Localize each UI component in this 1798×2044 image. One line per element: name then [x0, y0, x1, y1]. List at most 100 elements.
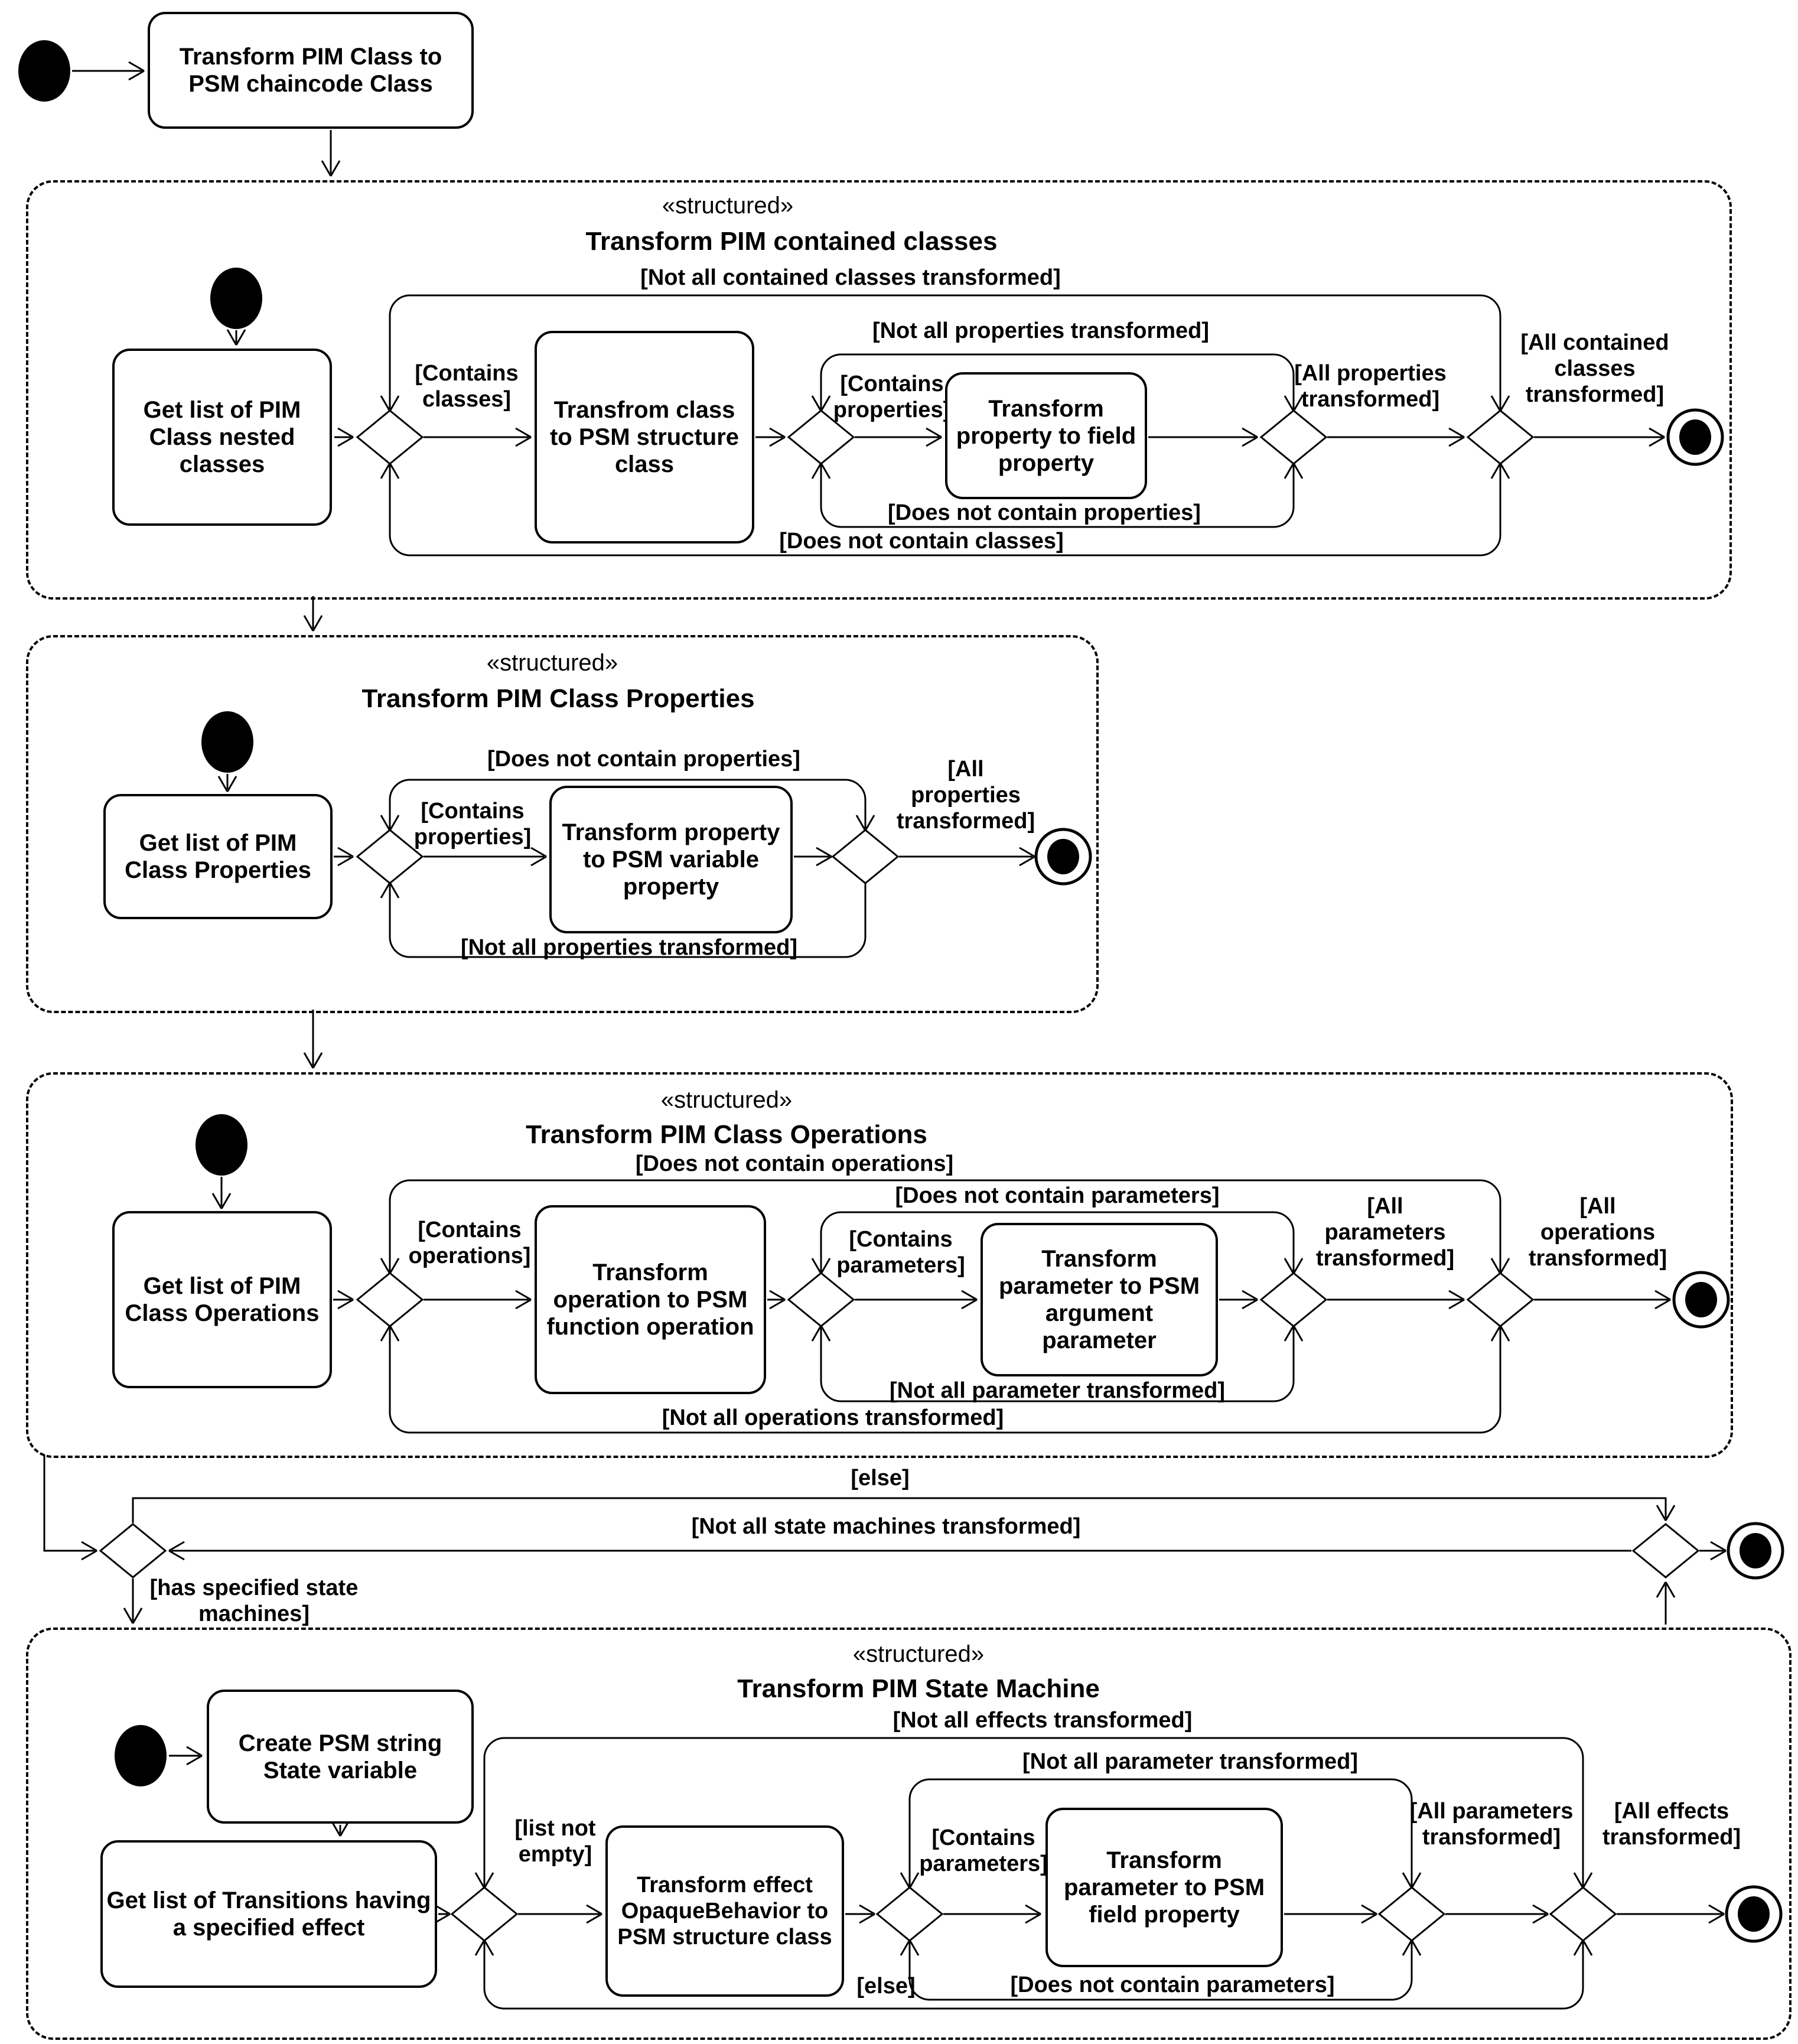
arrowhead [1582, 1872, 1593, 1889]
arrowhead [1242, 1298, 1258, 1310]
decision-diamond [356, 409, 424, 465]
arrowhead [337, 427, 354, 438]
arrowhead [769, 427, 786, 438]
guard-r1-not-all-properties: [Not all properties transformed] [872, 318, 1210, 343]
guard-r2-no-properties: [Does not contain properties] [487, 747, 800, 772]
arrowhead [1019, 855, 1035, 867]
action-label: Create PSM string State variable [238, 1730, 442, 1783]
action-label: Get list of PIM Class nested classes [143, 397, 301, 477]
action-transform-effect: Transform effect OpaqueBehavior to PSM s… [605, 1825, 844, 1997]
arrowhead [769, 1298, 786, 1310]
arrowhead [820, 1258, 831, 1274]
arrowhead [235, 329, 246, 346]
r4-stereotype: «structured» [852, 1641, 985, 1667]
arrowhead [1019, 847, 1035, 858]
arrowhead [1649, 436, 1665, 447]
arrowhead [811, 463, 822, 479]
action-label: Transform PIM Class to PSM chaincode Cla… [179, 44, 442, 97]
arrowhead [1284, 463, 1295, 479]
guard-r4-contains-parameters: [Contains parameters] [919, 1825, 1048, 1876]
arrowhead [586, 1913, 602, 1924]
arrowhead [1025, 1904, 1041, 1915]
arrowhead [900, 1939, 911, 1956]
arrowhead [128, 70, 145, 81]
action-transform-property-field: Transform property to field property [945, 372, 1147, 499]
arrowhead [1284, 1325, 1295, 1342]
arrowhead [1411, 1939, 1422, 1956]
arrowhead [1025, 1913, 1041, 1924]
guard-not-all-state-machines: [Not all state machines transformed] [691, 1514, 1081, 1539]
loop-frame-effects [483, 1737, 1584, 2010]
arrowhead [820, 395, 831, 412]
action-get-class-properties: Get list of PIM Class Properties [103, 794, 333, 919]
arrowhead [168, 1550, 185, 1561]
arrowhead [1411, 1872, 1422, 1889]
decision-diamond [356, 829, 424, 884]
arrowhead [1499, 1258, 1510, 1274]
flow-edge [43, 1454, 95, 1552]
guard-r3-not-all-parameters: [Not all parameter transformed] [889, 1378, 1225, 1403]
guard-r2-all-properties: [All properties transformed] [896, 757, 1035, 834]
r2-stereotype: «structured» [486, 650, 618, 676]
arrowhead [380, 815, 391, 831]
decision-diamond [787, 409, 855, 465]
action-label: Get list of PIM Class Operations [125, 1273, 320, 1326]
guard-contains-operations: [Contains operations] [408, 1218, 531, 1268]
arrowhead [1242, 427, 1258, 438]
arrowhead [128, 61, 145, 72]
arrowhead [820, 463, 831, 479]
guard-r1-contains-properties: [Contains properties] [833, 372, 951, 422]
arrowhead [1292, 463, 1304, 479]
decision-diamond [1631, 1523, 1700, 1578]
region-transform-pim-state-machine [26, 1628, 1792, 2040]
arrowhead [312, 1052, 323, 1069]
arrowhead [1292, 395, 1304, 412]
guard-contains-classes: [Contains classes] [415, 361, 519, 412]
region-transform-pim-contained-classes [26, 180, 1732, 600]
decision-diamond [450, 1886, 519, 1942]
arrowhead [380, 1325, 391, 1342]
arrowhead [811, 1258, 822, 1274]
action-transform-pim-class: Transform PIM Class to PSM chaincode Cla… [148, 12, 474, 129]
r2-title: Transform PIM Class Properties [361, 684, 755, 713]
arrowhead [1361, 1913, 1377, 1924]
guard-r4-not-all-parameters: [Not all parameter transformed] [1022, 1749, 1358, 1774]
action-transform-operation: Transform operation to PSM function oper… [535, 1205, 766, 1394]
arrowhead [1402, 1939, 1413, 1956]
arrowhead [81, 1550, 97, 1561]
decision-diamond [1377, 1886, 1446, 1942]
arrowhead [820, 1325, 831, 1342]
arrowhead [380, 395, 391, 412]
action-label: Get list of Transitions having a specifi… [106, 1887, 431, 1941]
arrowhead [226, 329, 237, 346]
arrowhead [769, 1290, 786, 1301]
arrowhead [1361, 1904, 1377, 1915]
arrowhead [1573, 1872, 1584, 1889]
r1-title: Transform PIM contained classes [585, 227, 998, 256]
action-label: Transform effect OpaqueBehavior to PSM s… [617, 1873, 832, 1949]
arrowhead [530, 847, 547, 858]
guard-all-effects: [All effects transformed] [1602, 1799, 1741, 1850]
arrowhead [1654, 1290, 1671, 1301]
arrowhead [1292, 1258, 1304, 1274]
arrowhead [1499, 1325, 1510, 1342]
arrowhead [769, 436, 786, 447]
arrowhead [186, 1755, 203, 1766]
arrowhead [908, 1872, 920, 1889]
arrowhead [434, 1913, 451, 1924]
r1-stereotype: «structured» [662, 193, 794, 219]
arrowhead [1708, 1913, 1725, 1924]
decision-diamond [875, 1886, 944, 1942]
guard-all-contained-classes: [All contained classes transformed] [1520, 330, 1669, 407]
final-node-dot [1738, 1896, 1770, 1932]
arrowhead [1490, 463, 1501, 479]
guard-else-bottom: [else] [856, 1974, 916, 1999]
arrowhead [855, 815, 867, 831]
arrowhead [337, 1298, 354, 1310]
arrowhead [81, 1541, 97, 1552]
arrowhead [816, 855, 832, 867]
decision-diamond [356, 1272, 424, 1327]
arrowhead [380, 1258, 391, 1274]
